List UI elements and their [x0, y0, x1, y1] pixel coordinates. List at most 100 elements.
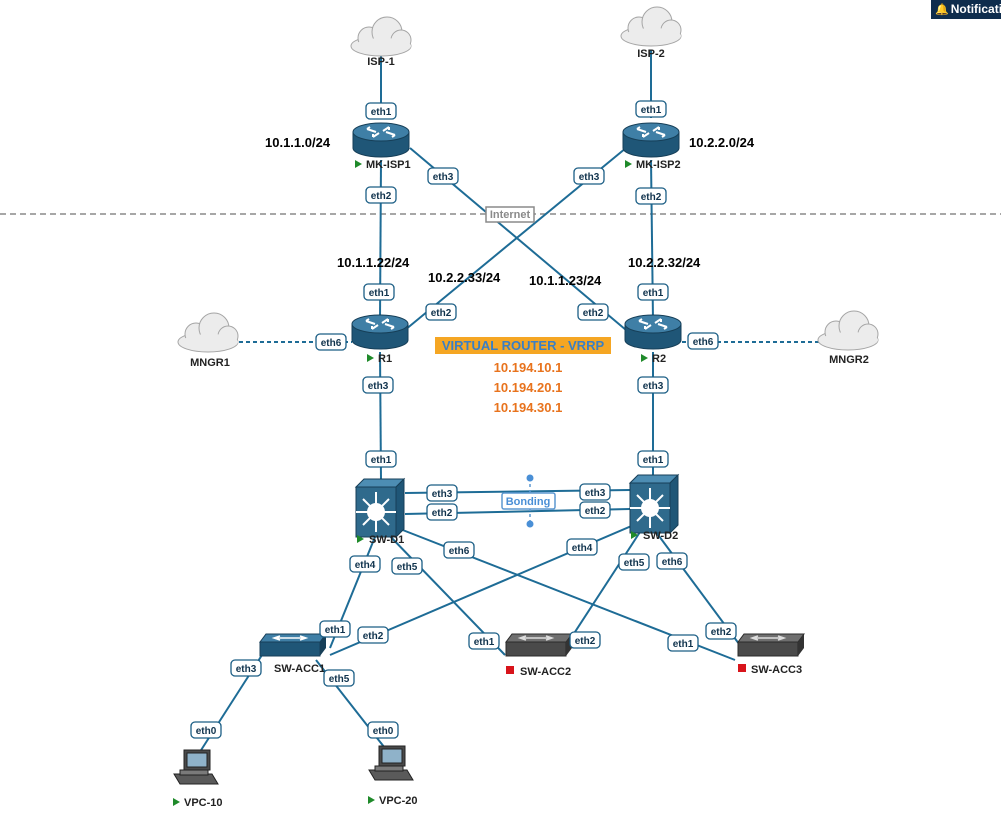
svg-text:eth5: eth5 [329, 674, 350, 685]
cloud-mngr1[interactable]: MNGR1 [177, 312, 239, 369]
port-label: eth5 [323, 669, 355, 687]
bonding-label: Bonding [506, 496, 551, 508]
running-indicator [641, 354, 648, 362]
port-label: eth2 [425, 303, 457, 321]
vrrp-vip-1: 10.194.10.1 [494, 360, 563, 375]
svg-text:eth0: eth0 [196, 726, 217, 737]
port-label: eth3 [637, 376, 669, 394]
subnet-isp1: 10.1.1.0/24 [265, 135, 331, 150]
svg-text:eth1: eth1 [641, 105, 662, 116]
bonding-group: Bonding [501, 474, 556, 528]
port-label: eth2 [579, 501, 611, 519]
notifications-button[interactable]: 🔔Notificati [931, 0, 1001, 19]
cloud-mngr2[interactable]: MNGR2 [817, 310, 879, 366]
cloud-mngr1-label: MNGR1 [190, 357, 230, 369]
port-label: eth2 [577, 303, 609, 321]
svg-text:eth2: eth2 [585, 506, 606, 517]
router-mk-isp1[interactable]: MK-ISP1 [352, 122, 411, 171]
internet-label: Internet [490, 209, 531, 221]
svg-text:eth6: eth6 [321, 338, 342, 349]
svg-text:eth3: eth3 [579, 172, 600, 183]
vrrp-title: VIRTUAL ROUTER - VRRP [442, 338, 605, 353]
running-indicator [355, 160, 362, 168]
svg-text:eth2: eth2 [583, 308, 604, 319]
switch-sw-acc3[interactable]: SW-ACC3 [737, 633, 805, 676]
port-label: eth3 [426, 484, 458, 502]
running-indicator [173, 798, 180, 806]
svg-text:eth1: eth1 [369, 288, 390, 299]
svg-text:eth2: eth2 [641, 192, 662, 203]
port-label: eth2 [426, 503, 458, 521]
svg-text:eth1: eth1 [474, 637, 495, 648]
svg-text:eth1: eth1 [325, 625, 346, 636]
switch-sw-acc3-label: SW-ACC3 [751, 664, 802, 676]
internet-label-box: Internet [485, 206, 535, 223]
port-label: eth3 [362, 376, 394, 394]
cloud-isp1[interactable]: ISP-1 [350, 16, 412, 68]
port-label: eth2 [357, 626, 389, 644]
router-r2[interactable]: R2 [624, 314, 682, 365]
bell-icon: 🔔 [935, 4, 949, 16]
port-label: eth4 [349, 555, 381, 573]
port-label: eth2 [365, 186, 397, 204]
port-label: eth0 [190, 721, 222, 739]
svg-text:eth4: eth4 [355, 560, 376, 571]
host-vpc-20[interactable]: VPC-20 [368, 745, 418, 807]
svg-text:eth2: eth2 [711, 627, 732, 638]
port-label: eth1 [363, 283, 395, 301]
svg-text:eth2: eth2 [575, 636, 596, 647]
vrrp-vip-3: 10.194.30.1 [494, 400, 563, 415]
port-label: eth6 [656, 552, 688, 570]
cloud-mngr2-label: MNGR2 [829, 354, 869, 366]
port-label: eth1 [365, 102, 397, 120]
router-r2-label: R2 [652, 353, 666, 365]
router-mk-isp2[interactable]: MK-ISP2 [622, 122, 681, 171]
port-label: eth6 [687, 332, 719, 350]
vrrp-vip-2: 10.194.20.1 [494, 380, 563, 395]
svg-text:eth1: eth1 [643, 288, 664, 299]
switch-sw-d1[interactable]: SW-D1 [355, 478, 405, 546]
svg-text:eth3: eth3 [432, 489, 453, 500]
host-vpc-10-label: VPC-10 [184, 797, 223, 809]
subnet-r2-a: 10.1.1.23/24 [529, 273, 602, 288]
svg-text:eth4: eth4 [572, 543, 593, 554]
svg-text:eth6: eth6 [693, 337, 714, 348]
vrrp-box: VIRTUAL ROUTER - VRRP 10.194.10.1 10.194… [435, 337, 611, 415]
subnet-isp2: 10.2.2.0/24 [689, 135, 755, 150]
stopped-indicator [506, 666, 514, 674]
switch-sw-acc1[interactable]: SW-ACC1 [259, 633, 327, 675]
svg-text:eth3: eth3 [433, 172, 454, 183]
switch-sw-acc2-label: SW-ACC2 [520, 666, 571, 678]
svg-text:eth5: eth5 [397, 562, 418, 573]
svg-text:eth1: eth1 [673, 639, 694, 650]
port-label: eth1 [667, 634, 699, 652]
port-label: eth5 [618, 553, 650, 571]
port-label: eth1 [468, 632, 500, 650]
subnet-r1-b: 10.2.2.33/24 [428, 270, 501, 285]
running-indicator [625, 160, 632, 168]
switch-sw-acc2[interactable]: SW-ACC2 [505, 633, 573, 678]
switch-sw-d2-label: SW-D2 [643, 530, 678, 542]
port-label: eth3 [230, 659, 262, 677]
port-label: eth2 [569, 631, 601, 649]
svg-text:eth2: eth2 [432, 508, 453, 519]
running-indicator [368, 796, 375, 804]
host-vpc-10[interactable]: VPC-10 [173, 749, 223, 809]
cloud-isp2[interactable]: ISP-2 [620, 6, 682, 60]
port-label: eth1 [365, 450, 397, 468]
port-label: eth1 [637, 283, 669, 301]
svg-text:eth1: eth1 [643, 455, 664, 466]
svg-text:eth2: eth2 [431, 308, 452, 319]
svg-text:eth6: eth6 [449, 546, 470, 557]
switch-sw-d1-label: SW-D1 [369, 534, 404, 546]
svg-text:eth2: eth2 [363, 631, 384, 642]
port-label: eth6 [315, 333, 347, 351]
switch-sw-d2[interactable]: SW-D2 [629, 474, 679, 542]
svg-text:eth6: eth6 [662, 557, 683, 568]
port-label: eth1 [637, 450, 669, 468]
router-mk-isp1-label: MK-ISP1 [366, 159, 411, 171]
svg-text:eth3: eth3 [368, 381, 389, 392]
router-r1[interactable]: R1 [351, 314, 409, 365]
switch-sw-acc1-label: SW-ACC1 [274, 663, 325, 675]
